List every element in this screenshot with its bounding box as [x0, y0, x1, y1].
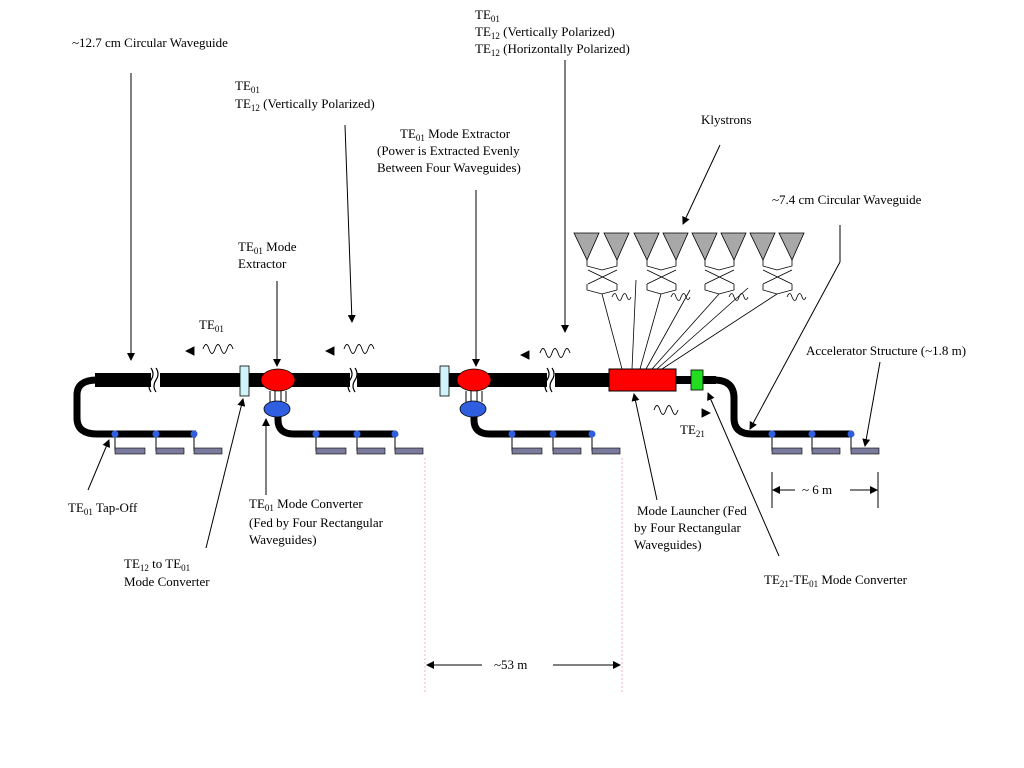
svg-text:Extractor: Extractor [238, 256, 287, 271]
output-waveguide [713, 376, 852, 438]
svg-text:Between Four Waveguides): Between Four Waveguides) [377, 160, 521, 175]
svg-text:Mode Launcher (Fed: Mode Launcher (Fed [637, 503, 747, 518]
svg-text:TE12 to TE01: TE12 to TE01 [124, 556, 190, 573]
structure-group-4 [768, 430, 880, 455]
klystron-array [573, 232, 807, 370]
mode-extractor-2 [456, 368, 492, 418]
structure-group-2 [312, 430, 424, 455]
label-wave-te21: TE21 [680, 422, 705, 439]
svg-text:TE01: TE01 [475, 7, 500, 24]
label-dim-53m: ~53 m [494, 657, 527, 672]
pointer-arrows [87, 60, 881, 557]
svg-text:TE01 Mode: TE01 Mode [238, 239, 297, 256]
svg-text:TE01 Mode Extractor: TE01 Mode Extractor [400, 126, 511, 143]
label-te01-te12-both: TE01 TE12 (Vertically Polarized) TE12 (H… [475, 7, 630, 58]
load-squiggles [611, 293, 807, 301]
label-dim-6m: ~ 6 m [802, 482, 832, 497]
structure-group-3 [508, 430, 621, 455]
label-waveguide-74: ~7.4 cm Circular Waveguide [772, 192, 922, 207]
svg-text:TE12 (Vertically Polarized): TE12 (Vertically Polarized) [235, 96, 375, 113]
accelerator-structures [111, 430, 880, 455]
svg-text:TE01 Mode Converter: TE01 Mode Converter [249, 496, 363, 513]
svg-text:Mode Converter: Mode Converter [124, 574, 210, 589]
label-klystrons: Klystrons [701, 112, 752, 127]
svg-text:(Power is Extracted Evenly: (Power is Extracted Evenly [377, 143, 520, 158]
wave-indicators [184, 344, 712, 418]
label-te12-te01: TE12 to TE01 Mode Converter [124, 556, 210, 589]
klystron-combiners [586, 260, 793, 295]
left-return-waveguide [73, 376, 196, 438]
dimension-6m [771, 472, 879, 508]
right-return-waveguide [470, 410, 592, 438]
svg-text:(Fed by Four Rectangular: (Fed by Four Rectangular [249, 515, 384, 530]
te12-te01-converter-2 [439, 365, 450, 397]
mode-extractor-1 [260, 368, 296, 418]
label-te21-te01: TE21-TE01 Mode Converter [764, 572, 908, 589]
label-extractor-small: TE01 Mode Extractor [238, 239, 297, 271]
te21-te01-converter [690, 369, 704, 391]
label-accelerator: Accelerator Structure (~1.8 m) [806, 343, 966, 358]
mid-return-waveguide [274, 410, 396, 438]
label-waveguide-127: ~12.7 cm Circular Waveguide [72, 35, 228, 50]
svg-text:TE01: TE01 [235, 78, 260, 95]
feed-lines [601, 279, 778, 370]
klystron-icons [573, 232, 805, 261]
label-converter-fed: TE01 Mode Converter (Fed by Four Rectang… [249, 496, 384, 547]
svg-text:Waveguides): Waveguides) [634, 537, 702, 552]
label-wave-te01: TE01 [199, 317, 224, 334]
svg-text:by Four Rectangular: by Four Rectangular [634, 520, 742, 535]
label-tapoff: TE01 Tap-Off [68, 500, 138, 517]
structure-group-1 [111, 430, 223, 455]
mode-launcher [608, 368, 677, 392]
main-waveguide [95, 367, 716, 393]
label-launcher: Mode Launcher (Fed by Four Rectangular W… [634, 503, 747, 552]
te12-te01-converter-1 [239, 365, 250, 397]
svg-text:TE12 (Vertically Polarized): TE12 (Vertically Polarized) [475, 24, 615, 41]
dimension-53m [424, 458, 623, 692]
label-extractor-four: TE01 Mode Extractor (Power is Extracted … [377, 126, 521, 175]
label-te01-te12-vert: TE01 TE12 (Vertically Polarized) [235, 78, 375, 113]
svg-text:TE12 (Horizontally Polarized): TE12 (Horizontally Polarized) [475, 41, 630, 58]
svg-text:Waveguides): Waveguides) [249, 532, 317, 547]
